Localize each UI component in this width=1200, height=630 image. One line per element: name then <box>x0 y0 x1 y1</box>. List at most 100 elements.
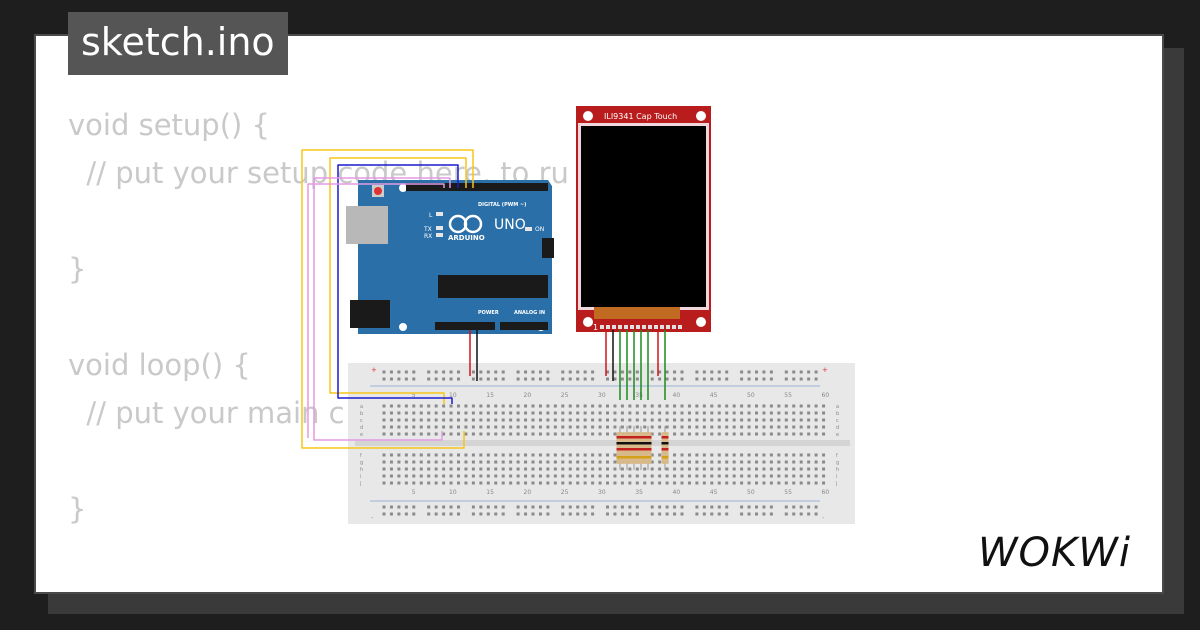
tx-label: TX <box>423 226 432 233</box>
tx-led <box>436 226 443 230</box>
display-pin <box>672 325 676 329</box>
column-number-bottom: 10 <box>449 489 457 496</box>
column-number-top: 5 <box>412 392 416 399</box>
column-number-bottom: 30 <box>598 489 606 496</box>
reset-button-cap <box>374 187 382 195</box>
row-letter: e <box>360 432 363 438</box>
display-pin <box>606 325 610 329</box>
column-number-top: 60 <box>822 392 830 399</box>
column-number-bottom: 50 <box>747 489 755 496</box>
row-letter: a <box>836 404 839 410</box>
wokwi-logo[interactable]: WOKWi <box>976 526 1152 578</box>
wire-green-bundle <box>619 330 666 400</box>
column-number-top: 35 <box>635 392 643 399</box>
resistor <box>637 426 645 470</box>
icsp-header <box>542 238 554 258</box>
display-ribbon <box>594 307 680 319</box>
column-number-bottom: 20 <box>524 489 532 496</box>
column-number-top: 10 <box>449 392 457 399</box>
file-tab-title[interactable]: sketch.ino <box>68 12 288 75</box>
svg-text:-: - <box>822 514 825 522</box>
row-letter: b <box>836 411 839 417</box>
code-line-6: void loop() { <box>68 348 251 382</box>
wires <box>301 149 666 449</box>
power-header <box>435 322 495 330</box>
analog-header <box>500 322 548 330</box>
resistor <box>644 426 652 470</box>
row-letter: i <box>360 474 361 480</box>
power-jack <box>350 300 390 328</box>
display-pin <box>636 325 640 329</box>
display-pin <box>612 325 616 329</box>
display-label: ILI9341 Cap Touch <box>604 112 677 121</box>
column-number-top: 25 <box>561 392 569 399</box>
ili9341-display-module[interactable]: ILI9341 Cap Touch 1 <box>576 106 711 332</box>
column-number-top: 45 <box>710 392 718 399</box>
column-number-bottom: 60 <box>822 489 830 496</box>
digital-header <box>406 183 548 191</box>
row-letter: j <box>835 481 837 487</box>
rx-led <box>436 233 443 237</box>
usb-port <box>346 206 388 244</box>
svg-text:-: - <box>371 514 374 522</box>
code-line-2: // put your setup code here, to ru <box>68 156 569 190</box>
row-letter: h <box>360 467 363 473</box>
on-led <box>525 227 532 231</box>
row-letter: e <box>836 432 839 438</box>
arduino-label: ARDUINO <box>448 234 485 242</box>
breadboard-holes <box>382 370 826 516</box>
row-letter: b <box>360 411 363 417</box>
resistor <box>661 426 669 470</box>
display-pin <box>678 325 682 329</box>
row-letter: h <box>836 467 839 473</box>
resistor <box>616 426 624 470</box>
resistor <box>630 426 638 470</box>
column-number-top: 30 <box>598 392 606 399</box>
column-number-top: 55 <box>784 392 792 399</box>
arduino-uno-board[interactable]: UNO ARDUINO DIGITAL (PWM ~) POWER ANALOG… <box>346 180 554 334</box>
l-led <box>436 212 443 216</box>
display-pin <box>666 325 670 329</box>
on-label: ON <box>535 226 544 233</box>
display-pin <box>660 325 664 329</box>
l-label: L <box>429 212 433 219</box>
code-line-4: } <box>68 252 87 286</box>
display-pin <box>654 325 658 329</box>
svg-text:+: + <box>822 366 828 374</box>
row-letter: f <box>836 453 838 459</box>
column-number-top: 50 <box>747 392 755 399</box>
display-pin-header <box>600 325 682 329</box>
arduino-infinity-logo <box>448 214 483 234</box>
column-number-bottom: 15 <box>486 489 494 496</box>
row-letter: c <box>836 418 839 424</box>
column-number-top: 40 <box>673 392 681 399</box>
wokwi-logo-text: WOKWi <box>978 530 1131 576</box>
wire-yellow-outer <box>301 149 474 449</box>
display-pin <box>630 325 634 329</box>
uno-label: UNO <box>494 217 526 233</box>
row-letter: j <box>359 481 361 487</box>
display-pin <box>618 325 622 329</box>
atmega-chip <box>438 275 548 298</box>
display-screen <box>581 126 706 307</box>
column-number-bottom: 45 <box>710 489 718 496</box>
column-number-bottom: 5 <box>412 489 416 496</box>
wire-yellow-inner <box>329 157 467 404</box>
wire-pink-2 <box>307 183 445 438</box>
wire-blue <box>337 164 459 404</box>
display-pin <box>600 325 604 329</box>
column-number-top: 20 <box>524 392 532 399</box>
power-label: POWER <box>478 310 499 316</box>
column-number-bottom: 25 <box>561 489 569 496</box>
resistor-array[interactable] <box>616 426 669 470</box>
row-letter: g <box>836 460 839 466</box>
resistor <box>623 426 631 470</box>
analog-label: ANALOG IN <box>514 310 545 316</box>
column-number-top: 15 <box>486 392 494 399</box>
column-number-bottom: 35 <box>635 489 643 496</box>
row-letter: d <box>836 425 839 431</box>
